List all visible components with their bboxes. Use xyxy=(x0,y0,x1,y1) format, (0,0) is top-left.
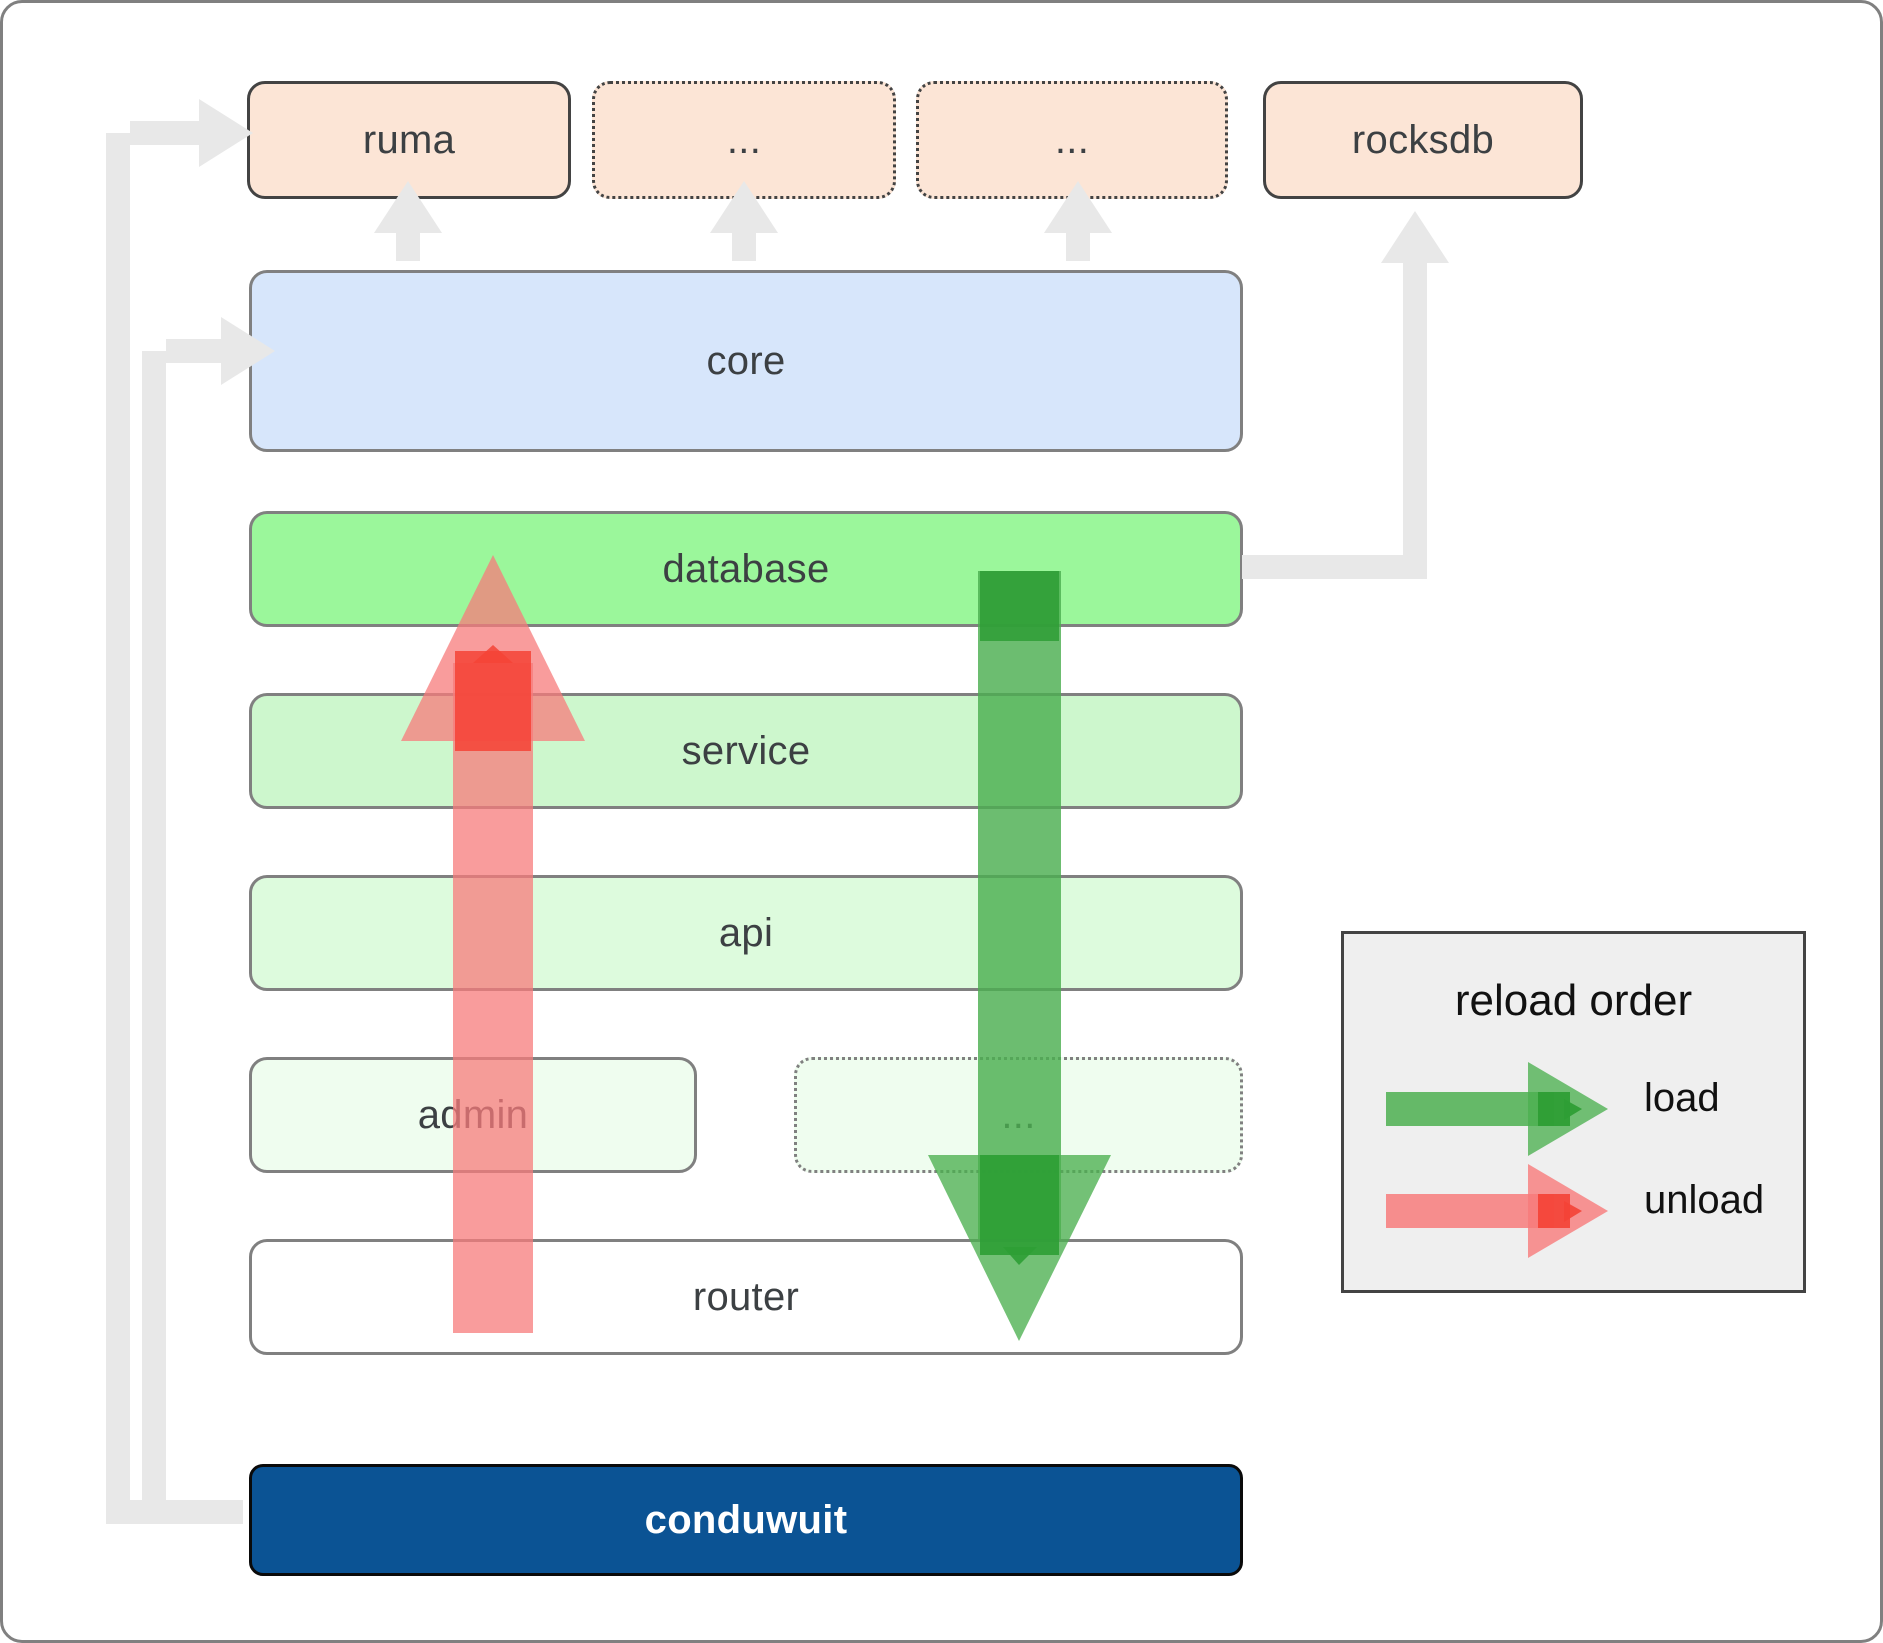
dependency-label: rocksdb xyxy=(1351,117,1495,162)
layer-label: core xyxy=(706,338,786,383)
layer-label: api xyxy=(718,910,774,955)
layer-box-api[interactable]: api xyxy=(249,875,1243,991)
dependency-label: ... xyxy=(1054,117,1090,162)
dependency-box-ruma[interactable]: ruma xyxy=(247,81,571,199)
reload-order-arrows xyxy=(401,555,1111,1341)
load-arrow-icon xyxy=(1386,1062,1608,1156)
dependency-label: ruma xyxy=(362,117,456,162)
layer-label: router xyxy=(692,1274,800,1319)
layer-label: service xyxy=(681,728,811,773)
layer-box-ellipsis[interactable]: ... xyxy=(794,1057,1243,1173)
layer-box-database[interactable]: database xyxy=(249,511,1243,627)
layer-label: database xyxy=(662,546,830,591)
dependency-box-ellipsis-2[interactable]: ... xyxy=(916,81,1228,199)
layer-label: admin xyxy=(417,1092,529,1137)
layer-label: ... xyxy=(1001,1092,1036,1137)
legend-panel: reload order load unload xyxy=(1341,931,1806,1293)
legend-row-load: load xyxy=(1386,1062,1776,1156)
connector-wires xyxy=(106,99,1449,1524)
layer-box-service[interactable]: service xyxy=(249,693,1243,809)
dependency-box-ellipsis-1[interactable]: ... xyxy=(592,81,896,199)
layer-box-router[interactable]: router xyxy=(249,1239,1243,1355)
legend-title: reload order xyxy=(1454,976,1693,1025)
unload-arrow-icon xyxy=(1386,1164,1608,1258)
root-box-conduwuit[interactable]: conduwuit xyxy=(249,1464,1243,1576)
layer-box-core[interactable]: core xyxy=(249,270,1243,452)
dependency-box-rocksdb[interactable]: rocksdb xyxy=(1263,81,1583,199)
legend-label-load: load xyxy=(1644,1076,1720,1120)
layer-box-admin[interactable]: admin xyxy=(249,1057,697,1173)
dependency-label: ... xyxy=(726,117,762,162)
root-label: conduwuit xyxy=(644,1497,848,1542)
legend-row-unload: unload xyxy=(1386,1164,1776,1258)
legend-label-unload: unload xyxy=(1644,1178,1765,1222)
